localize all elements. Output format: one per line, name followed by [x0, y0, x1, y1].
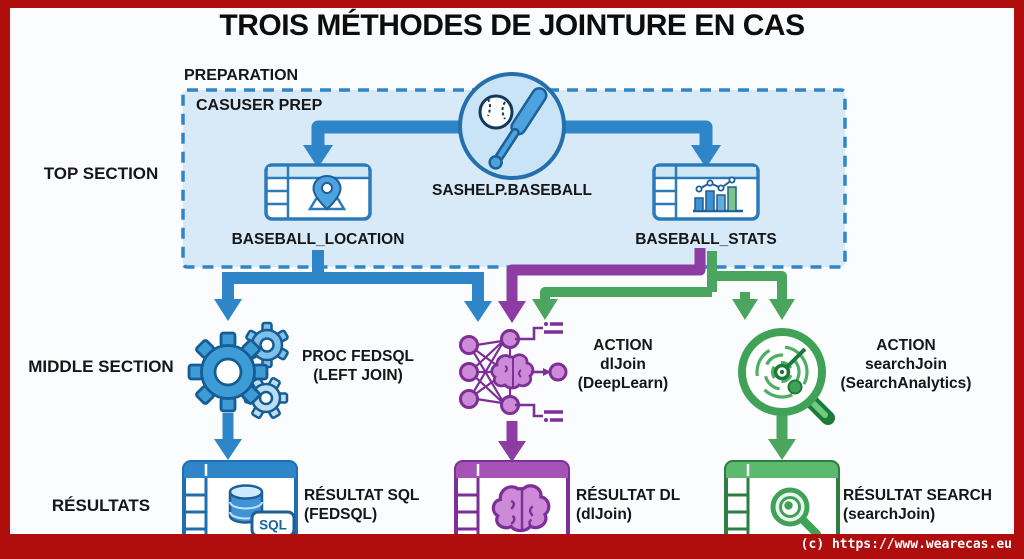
result-sql-line2: (FEDSQL): [304, 505, 378, 523]
result-dl-line2: (dlJoin): [576, 505, 632, 523]
method-searchjoin-line3: (SearchAnalytics): [840, 374, 972, 392]
method-searchjoin-line1: ACTION: [876, 337, 936, 354]
radar-magnifier-icon: [738, 328, 835, 425]
gears-icon: [187, 321, 289, 419]
method-searchjoin-label: ACTION searchJoin (SearchAnalytics): [818, 337, 994, 394]
method-dljoin-line3: (DeepLearn): [577, 374, 669, 392]
baseball-stats-label: BASEBALL_STATS: [635, 231, 777, 248]
table-brain-icon: [454, 460, 570, 554]
method-searchjoin-line2: searchJoin: [865, 355, 947, 373]
frame-left: [0, 0, 10, 559]
method-fedsql-label: PROC FEDSQL (LEFT JOIN): [292, 348, 424, 386]
neural-network-icon: [459, 322, 568, 422]
middle-section-label: MIDDLE SECTION: [28, 357, 174, 376]
method-fedsql-line2: (LEFT JOIN): [313, 366, 403, 384]
baseball-bat-icon: [458, 72, 566, 180]
frame-bottom: (c) https://www.wearecas.eu: [0, 534, 1024, 559]
method-fedsql-line1: PROC FEDSQL: [302, 348, 414, 365]
sql-badge: SQL: [259, 518, 287, 533]
table-location-icon: [264, 163, 372, 221]
copyright-text: (c) https://www.wearecas.eu: [800, 537, 1012, 552]
table-search-icon: [724, 460, 840, 554]
method-dljoin-line2: dlJoin: [600, 355, 646, 373]
table-sql-icon: SQL: [182, 460, 298, 554]
result-search-line1: RÉSULTAT SEARCH: [843, 487, 992, 504]
page-title: TROIS MÉTHODES DE JOINTURE EN CAS: [219, 9, 805, 42]
frame-top: [0, 0, 1024, 8]
source-table-label: SASHELP.BASEBALL: [432, 182, 592, 199]
table-stats-icon: [652, 163, 760, 221]
result-search-line2: (searchJoin): [843, 505, 936, 523]
result-dl-label: RÉSULTAT DL (dlJoin): [576, 487, 680, 525]
result-dl-line1: RÉSULTAT DL: [576, 487, 681, 504]
result-sql-line1: RÉSULTAT SQL: [304, 487, 420, 504]
result-sql-label: RÉSULTAT SQL (FEDSQL): [304, 487, 419, 525]
connector-arrows: [214, 120, 796, 462]
frame-right: [1014, 0, 1024, 559]
method-dljoin-label: ACTION dlJoin (DeepLearn): [558, 337, 688, 394]
top-section-label: TOP SECTION: [43, 164, 159, 183]
results-section-label: RÉSULTATS: [51, 496, 151, 515]
baseball-location-label: BASEBALL_LOCATION: [231, 231, 405, 248]
casuser-prep-label: CASUSER PREP: [196, 97, 323, 114]
preparation-label: PREPARATION: [184, 67, 299, 84]
method-dljoin-line1: ACTION: [593, 337, 653, 354]
result-search-label: RÉSULTAT SEARCH (searchJoin): [843, 487, 992, 525]
